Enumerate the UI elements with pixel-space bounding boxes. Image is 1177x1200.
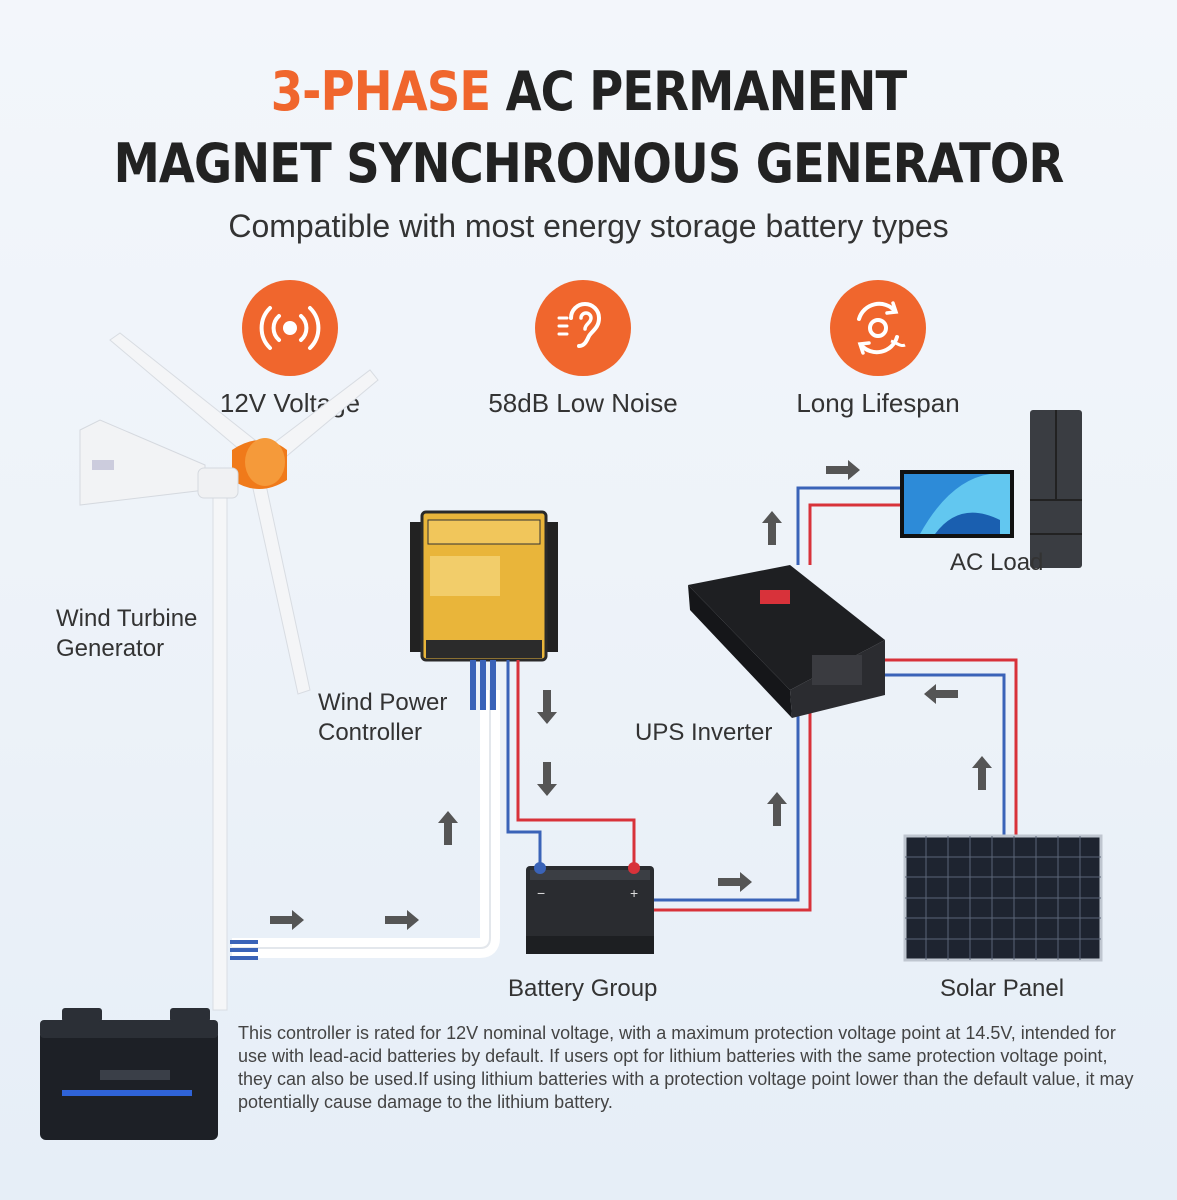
vibration-signal-icon — [242, 280, 338, 376]
svg-text:+: + — [630, 885, 638, 901]
title-line2: MAGNET SYNCHRONOUS GENERATOR — [113, 132, 1065, 195]
wind-power-controller-illustration — [410, 510, 558, 710]
feature-label-lifespan: Long Lifespan — [796, 388, 960, 418]
feature-label-noise: 58dB Low Noise — [488, 388, 678, 418]
ear-sound-icon — [535, 280, 631, 376]
battery-group-illustration: − + — [526, 862, 654, 954]
ups-inverter-illustration — [688, 565, 885, 718]
tv-illustration — [900, 470, 1014, 538]
ups-inverter-label: UPS Inverter — [635, 719, 773, 746]
flow-arrows — [270, 460, 992, 930]
title-line1-rest: AC PERMANENT — [490, 60, 908, 123]
svg-text:−: − — [537, 885, 545, 901]
battery-group-label: Battery Group — [508, 975, 658, 1002]
wind-controller-label: Wind Power Controller — [318, 689, 448, 746]
ac-load-label: AC Load — [950, 549, 1044, 576]
solar-panel-illustration — [903, 834, 1103, 962]
refrigerator-illustration — [1030, 410, 1082, 568]
cycle-gear-icon — [830, 280, 926, 376]
wind-turbine-illustration — [79, 332, 379, 1011]
controller-note: This controller is rated for 12V nominal… — [238, 1023, 1134, 1112]
page-title: 3-PHASE AC PERMANENT MAGNET SYNCHRONOUS … — [82, 56, 1094, 200]
subtitle: Compatible with most energy storage batt… — [228, 208, 949, 244]
solar-panel-label: Solar Panel — [940, 975, 1065, 1002]
title-accent: 3-PHASE — [270, 60, 491, 123]
lithium-battery-illustration — [40, 1008, 218, 1140]
wind-turbine-label: Wind Turbine Generator — [56, 605, 198, 662]
